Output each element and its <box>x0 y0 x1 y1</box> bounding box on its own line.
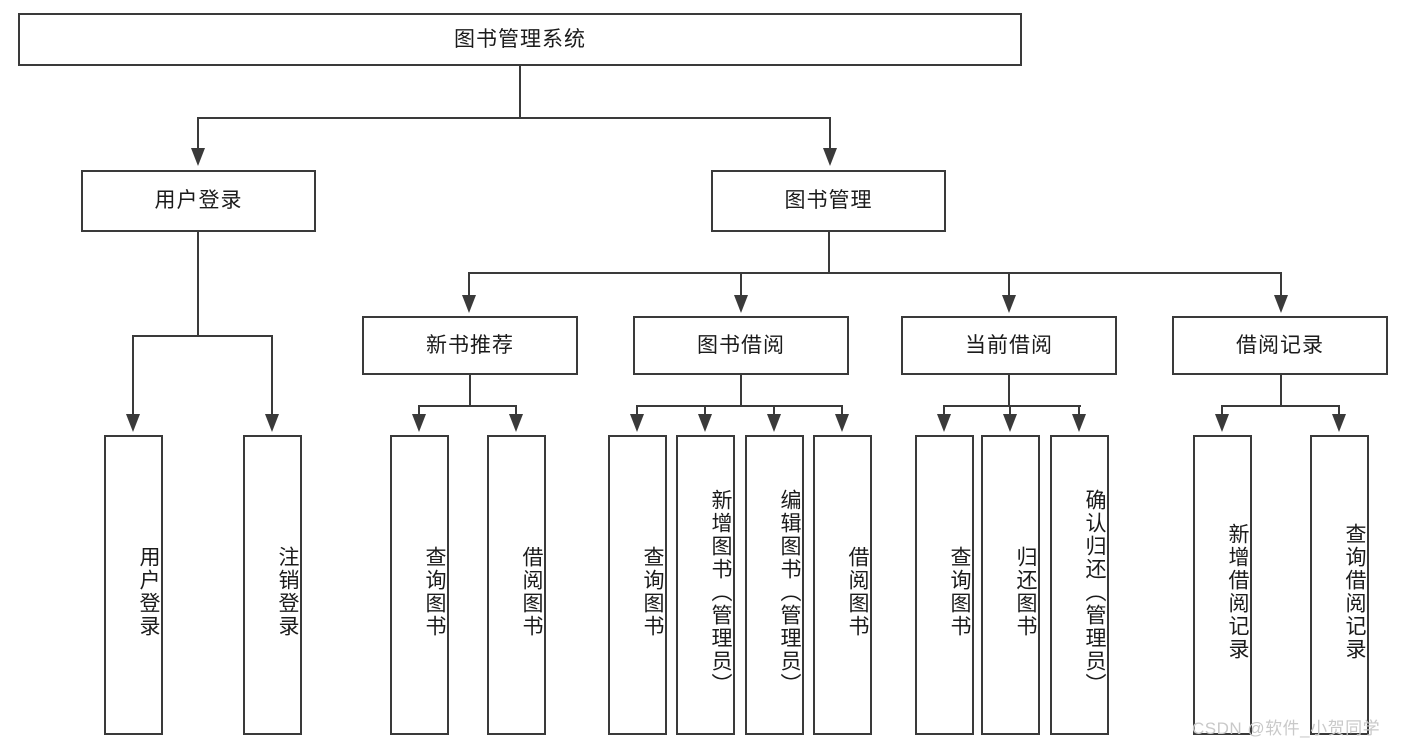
node-label: 查询借阅记录 <box>1343 523 1366 661</box>
connector-user-login-bus <box>133 335 272 337</box>
node-label: 新增图书（管理员） <box>709 488 732 696</box>
connector-user-login-drop-1 <box>132 335 134 417</box>
connector-cb-bus <box>944 405 1081 407</box>
arrowhead-leaf-borrow-book-1 <box>509 414 523 432</box>
node-label: 图书管理系统 <box>454 27 586 51</box>
connector-nbr-drop-2 <box>515 405 517 417</box>
connector-root-drop-left <box>197 117 199 151</box>
leaf-logout[interactable]: 注销登录 <box>243 435 302 735</box>
leaf-cb-return-book[interactable]: 归还图书 <box>981 435 1040 735</box>
arrowhead-book-borrow <box>734 295 748 313</box>
node-book-management[interactable]: 图书管理 <box>711 170 946 232</box>
connector-root-drop-right <box>829 117 831 151</box>
connector-bb-bus <box>637 405 843 407</box>
leaf-br-add-record[interactable]: 新增借阅记录 <box>1193 435 1252 735</box>
connector-cb-drop-2 <box>1009 405 1011 417</box>
arrowhead-leaf-return-book <box>1003 414 1017 432</box>
connector-cb-drop-3 <box>1078 405 1080 417</box>
arrowhead-book-management <box>823 148 837 166</box>
leaf-bb-add-book[interactable]: 新增图书（管理员） <box>676 435 735 735</box>
node-book-borrow[interactable]: 图书借阅 <box>633 316 849 375</box>
csdn-watermark: CSDN @软件_小贺同学 <box>1192 719 1381 738</box>
node-new-book-recommend[interactable]: 新书推荐 <box>362 316 578 375</box>
connector-nbr-drop-1 <box>418 405 420 417</box>
node-label: 借阅图书 <box>846 546 869 638</box>
connector-user-login-drop-2 <box>271 335 273 417</box>
arrowhead-leaf-query-book-2 <box>630 414 644 432</box>
node-label: 注销登录 <box>276 546 299 638</box>
connector-bb-drop-1 <box>636 405 638 417</box>
node-label: 新增借阅记录 <box>1226 523 1249 661</box>
node-label: 查询图书 <box>948 546 971 638</box>
leaf-bb-edit-book[interactable]: 编辑图书（管理员） <box>745 435 804 735</box>
connector-cb-stem <box>1008 375 1010 405</box>
node-current-borrow[interactable]: 当前借阅 <box>901 316 1117 375</box>
leaf-cb-confirm-return[interactable]: 确认归还（管理员） <box>1050 435 1109 735</box>
connector-root-stem <box>519 66 521 117</box>
connector-root-bus <box>198 117 831 119</box>
connector-bm-drop-2 <box>740 272 742 298</box>
node-label: 归还图书 <box>1014 546 1037 638</box>
connector-nbr-bus <box>419 405 517 407</box>
connector-br-drop-1 <box>1221 405 1223 417</box>
node-label: 编辑图书（管理员） <box>778 488 801 696</box>
connector-bm-drop-4 <box>1280 272 1282 298</box>
connector-user-login-stem <box>197 232 199 335</box>
leaf-nbr-borrow-book[interactable]: 借阅图书 <box>487 435 546 735</box>
leaf-cb-query-book[interactable]: 查询图书 <box>915 435 974 735</box>
connector-bm-drop-1 <box>468 272 470 298</box>
node-label: 图书管理 <box>784 189 873 213</box>
connector-bb-stem <box>740 375 742 405</box>
arrowhead-leaf-query-book-3 <box>937 414 951 432</box>
connector-book-management-bus <box>469 272 1282 274</box>
leaf-br-query-record[interactable]: 查询借阅记录 <box>1310 435 1369 735</box>
connector-br-drop-2 <box>1338 405 1340 417</box>
node-label: 查询图书 <box>641 546 664 638</box>
node-label: 新书推荐 <box>426 333 514 357</box>
arrowhead-leaf-add-record <box>1215 414 1229 432</box>
node-label: 当前借阅 <box>965 333 1053 357</box>
connector-bb-drop-2 <box>704 405 706 417</box>
leaf-user-login[interactable]: 用户登录 <box>104 435 163 735</box>
arrowhead-leaf-add-book <box>698 414 712 432</box>
leaf-nbr-query-book[interactable]: 查询图书 <box>390 435 449 735</box>
connector-book-management-stem <box>828 232 830 272</box>
node-label: 确认归还（管理员） <box>1083 488 1106 696</box>
node-label: 用户登录 <box>154 189 243 213</box>
arrowhead-new-book-recommend <box>462 295 476 313</box>
connector-bm-drop-3 <box>1008 272 1010 298</box>
connector-nbr-stem <box>469 375 471 405</box>
connector-br-stem <box>1280 375 1282 405</box>
node-root-book-management-system[interactable]: 图书管理系统 <box>18 13 1022 66</box>
node-label: 借阅记录 <box>1236 333 1324 357</box>
arrowhead-leaf-borrow-book-2 <box>835 414 849 432</box>
arrowhead-user-login <box>191 148 205 166</box>
leaf-bb-query-book[interactable]: 查询图书 <box>608 435 667 735</box>
node-borrow-record[interactable]: 借阅记录 <box>1172 316 1388 375</box>
connector-bb-drop-3 <box>773 405 775 417</box>
node-user-login[interactable]: 用户登录 <box>81 170 316 232</box>
arrowhead-leaf-user-login <box>126 414 140 432</box>
node-label: 查询图书 <box>423 546 446 638</box>
node-label: 图书借阅 <box>697 333 785 357</box>
connector-br-bus <box>1222 405 1340 407</box>
arrowhead-leaf-query-book-1 <box>412 414 426 432</box>
arrowhead-leaf-logout <box>265 414 279 432</box>
connector-cb-drop-1 <box>943 405 945 417</box>
arrowhead-current-borrow <box>1002 295 1016 313</box>
arrowhead-leaf-edit-book <box>767 414 781 432</box>
leaf-bb-borrow-book[interactable]: 借阅图书 <box>813 435 872 735</box>
node-label: 借阅图书 <box>520 546 543 638</box>
arrowhead-leaf-query-record <box>1332 414 1346 432</box>
arrowhead-borrow-record <box>1274 295 1288 313</box>
node-label: 用户登录 <box>137 546 160 638</box>
connector-bb-drop-4 <box>841 405 843 417</box>
arrowhead-leaf-confirm-return <box>1072 414 1086 432</box>
